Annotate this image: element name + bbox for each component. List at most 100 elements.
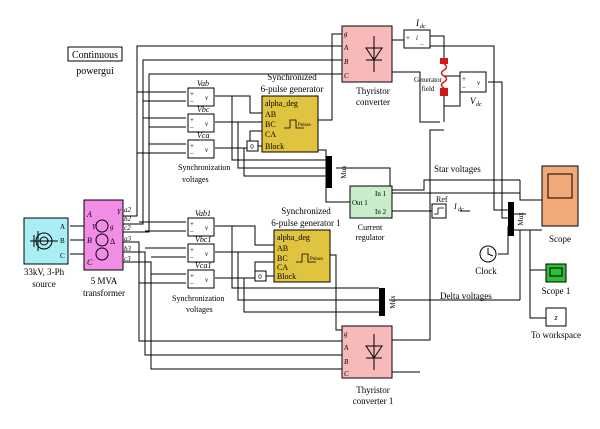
- vm-bottom-bc1-label: Vbc1: [195, 235, 211, 244]
- thy-bottom-port-c: C: [344, 370, 349, 378]
- clock-block[interactable]: [479, 245, 497, 263]
- ref-i: I: [453, 202, 457, 211]
- three-phase-source[interactable]: [23, 217, 69, 265]
- transformer-port-b3: b3: [124, 245, 132, 253]
- regulator-in1: In 1: [375, 190, 387, 198]
- powergui-block[interactable]: [67, 46, 123, 62]
- ref-idc-signal[interactable]: [431, 203, 447, 219]
- thy-bottom-port-g: g: [344, 330, 348, 338]
- vm-top-ca-v: v: [205, 146, 209, 154]
- workspace-var: z: [553, 313, 558, 322]
- thy-bottom-port-b: B: [344, 358, 349, 366]
- vm-bottom-ca1[interactable]: [187, 269, 215, 289]
- sync-voltages-top-2: voltages: [182, 175, 209, 184]
- thy-top-port-g: g: [344, 30, 348, 38]
- sync-bottom-pulses: Pulses: [310, 257, 323, 262]
- sync-top-title-1: Synchronized: [267, 72, 317, 82]
- generator-field[interactable]: [440, 58, 448, 96]
- sync-bottom-port-ab: AB: [277, 244, 288, 253]
- idc-label: I: [415, 18, 420, 28]
- current-regulator[interactable]: [349, 185, 393, 219]
- mux-right-label: Mux: [517, 212, 525, 226]
- vm-bottom-ab1[interactable]: [187, 217, 215, 237]
- mux-top-label: Mux: [340, 165, 348, 179]
- thyristor-converter-bottom[interactable]: [341, 325, 393, 379]
- transformer-symbol-y: Y: [92, 223, 97, 231]
- transformer-port-b: B: [87, 236, 92, 245]
- ref-i-sub: dc: [458, 207, 464, 213]
- sync-top-port-alpha: alpha_deg: [265, 99, 298, 108]
- thy-top-port-a: A: [343, 44, 349, 52]
- vm-top-bc-plus: +: [190, 116, 194, 124]
- mux-top[interactable]: [326, 156, 332, 188]
- idc-i: i: [416, 34, 418, 42]
- transformer-label: 5 MVA: [91, 276, 118, 286]
- vm-top-ab-plus: +: [190, 90, 194, 98]
- thy-bottom-label-2: converter 1: [353, 396, 394, 406]
- regulator-label-1: Current: [358, 223, 383, 232]
- pulse-generator-bottom[interactable]: [273, 229, 331, 283]
- mux-right[interactable]: [508, 202, 514, 236]
- sync-bottom-port-bc: BC: [277, 254, 288, 263]
- vm-top-bc[interactable]: [187, 113, 215, 133]
- thyristor-converter-top[interactable]: [341, 25, 393, 83]
- source-port-c: C: [60, 252, 65, 260]
- vm-top-ab-minus: −: [190, 98, 194, 106]
- sync-top-port-block: Block: [265, 142, 284, 151]
- vm-bottom-ca1-v: v: [205, 276, 209, 284]
- transformer-block[interactable]: [83, 199, 124, 271]
- idc-label-sub: dc: [420, 24, 426, 30]
- vdc-voltage-meter[interactable]: [459, 71, 487, 93]
- thy-top-port-c: C: [344, 72, 349, 80]
- sync-bottom-port-ca: CA: [277, 263, 288, 272]
- transformer-port-a2: a2: [124, 206, 132, 214]
- powergui-label: powergui: [76, 66, 114, 77]
- idc-plus: +: [406, 34, 410, 42]
- vm-bottom-bc1-plus: +: [190, 246, 194, 254]
- sync-voltages-top-1: Synchronization: [178, 163, 230, 172]
- source-port-a: A: [60, 223, 65, 231]
- vm-top-bc-v: v: [205, 120, 209, 128]
- sync-bottom-title-1: Synchronized: [281, 206, 331, 216]
- star-voltages-label: Star voltages: [434, 164, 481, 174]
- thy-top-label-1: Thyristor: [356, 86, 390, 96]
- vm-top-ab-v: v: [205, 94, 209, 102]
- pulse-generator-top[interactable]: [261, 95, 319, 153]
- vdc-v: v: [477, 79, 481, 87]
- idc-current-meter[interactable]: [403, 29, 431, 49]
- vm-bottom-bc1[interactable]: [187, 243, 215, 263]
- thy-top-port-b: B: [344, 58, 349, 66]
- vm-bottom-ab1-minus: −: [190, 228, 194, 236]
- source-port-b: B: [60, 237, 65, 245]
- generator-field-label-2: field: [422, 85, 435, 93]
- constant-top[interactable]: [246, 140, 259, 152]
- scope1-label: Scope 1: [542, 286, 571, 296]
- vm-bottom-ab1-plus: +: [190, 220, 194, 228]
- sync-top-port-ab: AB: [265, 110, 276, 119]
- generator-field-label-1: Generator: [414, 76, 443, 84]
- vm-top-ca-label: Vca: [197, 131, 209, 140]
- signal-lines: [70, 33, 546, 373]
- source-label-2: source: [32, 279, 56, 289]
- constant-bottom[interactable]: [254, 270, 267, 282]
- regulator-label-2: regulator: [356, 233, 385, 242]
- regulator-out1: Out 1: [352, 199, 368, 207]
- vm-top-bc-minus: −: [190, 124, 194, 132]
- transformer-port-a3: a3: [124, 235, 132, 243]
- powergui-line1: Continuous: [72, 50, 118, 61]
- vm-top-ca[interactable]: [187, 139, 215, 159]
- vdc-minus: −: [462, 84, 466, 92]
- transformer-port-c: C: [87, 258, 93, 267]
- scope-block[interactable]: [541, 165, 579, 227]
- ref-label: Ref: [436, 195, 448, 204]
- vm-top-ab-label: Vab: [197, 79, 209, 88]
- mux-bottom[interactable]: [379, 288, 385, 316]
- scope1-block[interactable]: [545, 263, 567, 283]
- source-label-1: 33kV, 3-Ph: [24, 267, 65, 277]
- constant-bottom-value: 0: [258, 273, 262, 281]
- to-workspace-block[interactable]: [545, 307, 567, 327]
- vm-top-ab[interactable]: [187, 87, 215, 107]
- vm-bottom-bc1-v: v: [205, 250, 209, 258]
- transformer-port-y: Y: [117, 208, 122, 216]
